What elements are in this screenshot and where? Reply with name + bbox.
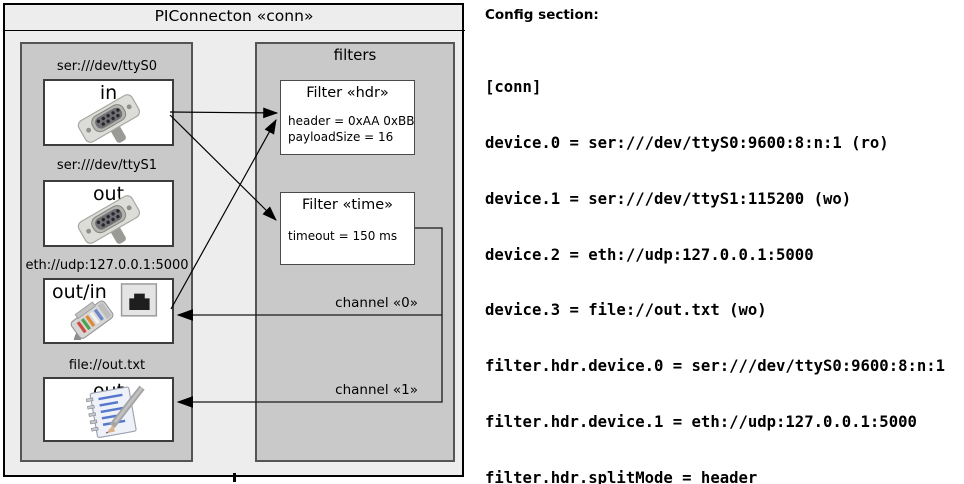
diagram-title: PIConnecton «conn»: [3, 3, 465, 31]
config-listing: [conn] device.0 = ser:///dev/ttyS0:9600:…: [485, 41, 954, 484]
filter-time-prop-timeout: timeout = 150 ms: [288, 229, 398, 243]
config-line: device.1 = ser:///dev/ttyS1:115200 (wo): [485, 189, 852, 208]
device-io-label: in: [99, 82, 118, 104]
device-url-ttyS1: ser:///dev/ttyS1: [56, 158, 158, 173]
device-io-label: out: [92, 183, 125, 205]
device-url-file: file://out.txt: [68, 358, 146, 373]
device-box-eth-outin: out/in: [43, 278, 174, 344]
config-section-heading: Config section:: [485, 7, 599, 23]
config-line: device.3 = file://out.txt (wo): [485, 301, 767, 320]
filter-hdr-prop-header: header = 0xAA 0xBB: [288, 114, 415, 128]
config-line: device.2 = eth://udp:127.0.0.1:5000: [485, 245, 814, 264]
filter-box-time: Filter «time» timeout = 150 ms: [280, 192, 415, 265]
channel-1-label: channel «1»: [335, 382, 418, 398]
device-io-label: out: [92, 380, 125, 402]
filter-time-title: Filter «time»: [301, 197, 394, 213]
config-line: filter.hdr.device.1 = eth://udp:127.0.0.…: [485, 412, 917, 431]
device-io-label: out/in: [52, 281, 107, 303]
channel-0-label: channel «0»: [335, 295, 418, 311]
device-box-ttyS0-in: in: [43, 79, 174, 146]
filters-container-title: filters: [333, 46, 377, 64]
config-line: filter.hdr.device.0 = ser:///dev/ttyS0:9…: [485, 357, 946, 376]
device-url-eth: eth://udp:127.0.0.1:5000: [25, 258, 189, 273]
config-line: [conn]: [485, 78, 542, 97]
device-box-ttyS1-out: out: [43, 180, 174, 247]
diagram-anchor-tick: [233, 473, 236, 482]
filter-hdr-title: Filter «hdr»: [306, 85, 389, 101]
config-line: device.0 = ser:///dev/ttyS0:9600:8:n:1 (…: [485, 133, 889, 152]
device-box-file-out: out: [43, 377, 174, 442]
config-line: filter.hdr.splitMode = header: [485, 468, 758, 484]
device-url-ttyS0: ser:///dev/ttyS0: [56, 59, 158, 74]
filter-hdr-prop-payload: payloadSize = 16: [288, 130, 394, 144]
filter-box-hdr: Filter «hdr» header = 0xAA 0xBB payloadS…: [280, 80, 415, 155]
